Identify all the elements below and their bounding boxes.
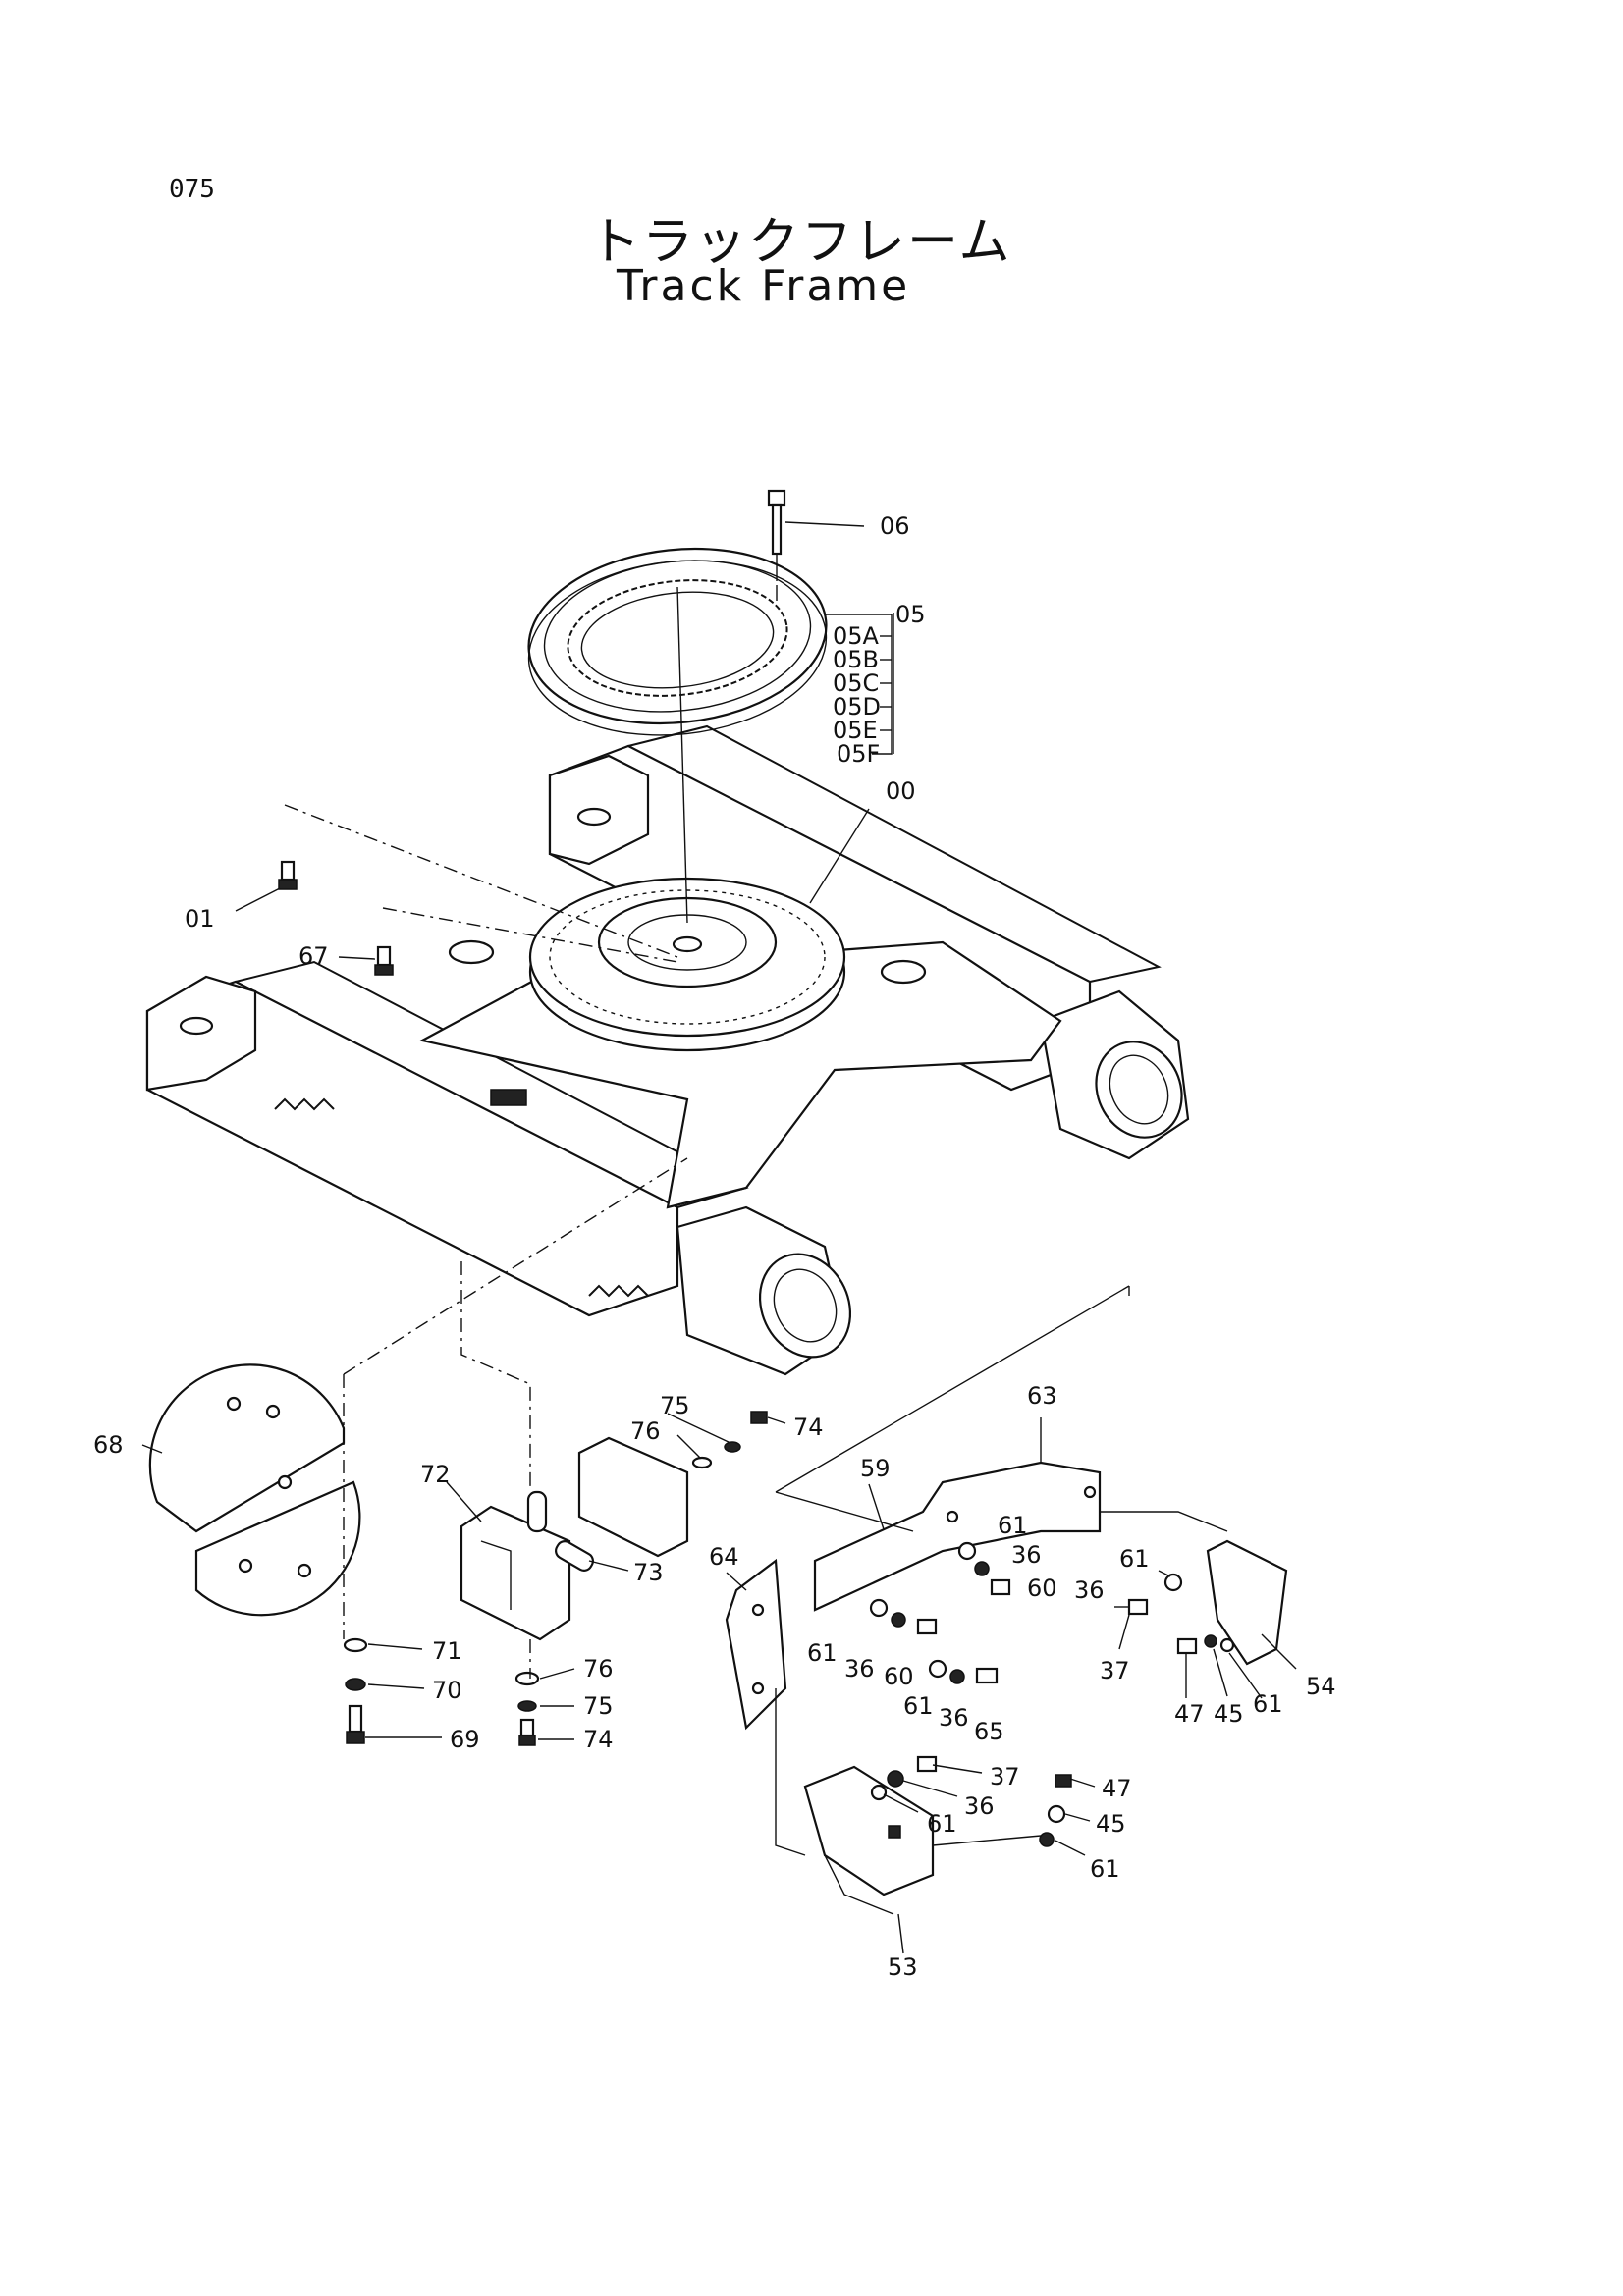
callout-68: 68: [93, 1431, 124, 1459]
callout-36-e: 36: [964, 1792, 995, 1820]
callout-61-e: 61: [1253, 1690, 1283, 1718]
callout-60-a: 60: [1027, 1575, 1057, 1602]
callout-64: 64: [709, 1543, 739, 1571]
title-english: Track Frame: [617, 261, 911, 311]
callout-59: 59: [860, 1455, 891, 1482]
block-upper: [555, 1436, 689, 1572]
callout-47-b: 47: [1102, 1775, 1132, 1802]
callout-05C: 05C: [833, 669, 879, 697]
callout-36-d: 36: [1074, 1576, 1105, 1604]
callout-06: 06: [880, 512, 910, 540]
track-frame-body: [145, 724, 1190, 1376]
bracket-59-63: [813, 1461, 1102, 1612]
callout-05E: 05E: [833, 717, 878, 744]
callout-37-b: 37: [990, 1763, 1020, 1790]
group-bracket-05: [846, 614, 893, 755]
callout-74-lower: 74: [583, 1726, 614, 1753]
title-japanese: トラックフレーム: [589, 213, 1012, 272]
callout-61-f: 61: [927, 1810, 957, 1838]
callout-01: 01: [185, 905, 215, 933]
callout-leaders: [141, 521, 1297, 1954]
swing-bearing-ring: [527, 547, 828, 736]
callout-45-b: 45: [1096, 1810, 1126, 1838]
bracket-53: [803, 1765, 935, 1915]
reference-lines: [284, 585, 1228, 1856]
callout-36-a: 36: [1011, 1541, 1042, 1569]
fitting-67: [374, 945, 394, 976]
callout-74-upper: 74: [793, 1414, 824, 1441]
hardware-set: [869, 1541, 1235, 1847]
callout-05F: 05F: [837, 740, 880, 768]
callout-65: 65: [974, 1718, 1004, 1745]
callout-05D: 05D: [833, 693, 881, 721]
callout-76-upper: 76: [630, 1417, 661, 1445]
callout-61-b: 61: [807, 1639, 838, 1667]
callout-61-c: 61: [903, 1692, 934, 1720]
callout-61-d: 61: [1119, 1545, 1150, 1573]
page-number: 075: [169, 175, 215, 204]
callout-05B: 05B: [833, 646, 879, 673]
callout-61-g: 61: [1090, 1855, 1120, 1883]
callout-75-upper: 75: [660, 1392, 690, 1419]
callout-05: 05: [895, 601, 926, 628]
stack-74-75-76-upper: [691, 1411, 768, 1469]
callout-37-a: 37: [1100, 1657, 1130, 1684]
callout-72: 72: [420, 1461, 451, 1488]
bracket-64: [725, 1558, 787, 1731]
cover-plate-68: [148, 1363, 361, 1617]
bolt-06: [767, 489, 786, 581]
callout-73: 73: [633, 1559, 664, 1586]
callout-54: 54: [1306, 1673, 1336, 1700]
callout-71: 71: [432, 1637, 462, 1665]
callout-63: 63: [1027, 1382, 1057, 1410]
callout-61-a: 61: [998, 1512, 1028, 1539]
callout-00: 00: [886, 777, 916, 805]
bolt-69-washer-70-71: [343, 1637, 368, 1744]
block-72: [460, 1490, 571, 1641]
callout-70: 70: [432, 1677, 462, 1704]
callout-60-b: 60: [884, 1663, 914, 1690]
callout-67: 67: [298, 942, 329, 970]
callout-36-c: 36: [939, 1704, 969, 1732]
callout-53: 53: [888, 1953, 918, 1981]
callout-47-a: 47: [1174, 1700, 1205, 1728]
fitting-01: [278, 860, 298, 890]
callout-76-lower: 76: [583, 1655, 614, 1682]
callout-69: 69: [450, 1726, 480, 1753]
stack-74-75-76-lower: [514, 1671, 540, 1746]
bracket-54: [1206, 1539, 1288, 1666]
callout-05A: 05A: [833, 622, 880, 650]
callout-36-b: 36: [844, 1655, 875, 1682]
callout-75-lower: 75: [583, 1692, 614, 1720]
callout-45-a: 45: [1214, 1700, 1244, 1728]
